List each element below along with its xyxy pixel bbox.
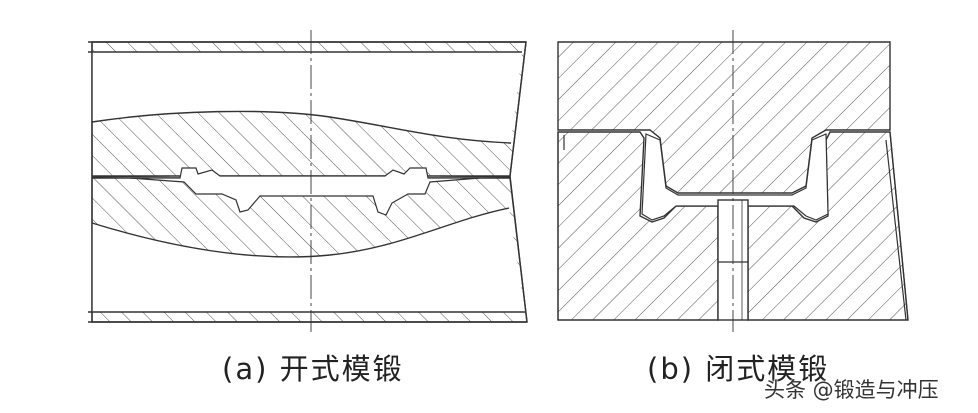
watermark: 头条 @锻造与冲压 — [764, 378, 939, 402]
upper-die-closed — [557, 41, 891, 194]
lower-die-closed — [557, 131, 719, 321]
caption-open-die-forging: (a) 开式模锻 — [222, 352, 404, 386]
caption-closed-die-forging: (b) 闭式模锻 — [647, 352, 830, 386]
open-die-cavity — [129, 167, 481, 216]
open-die-drawing — [88, 30, 528, 332]
closed-die-drawing — [557, 30, 909, 332]
closed-die-workpiece — [641, 133, 829, 221]
